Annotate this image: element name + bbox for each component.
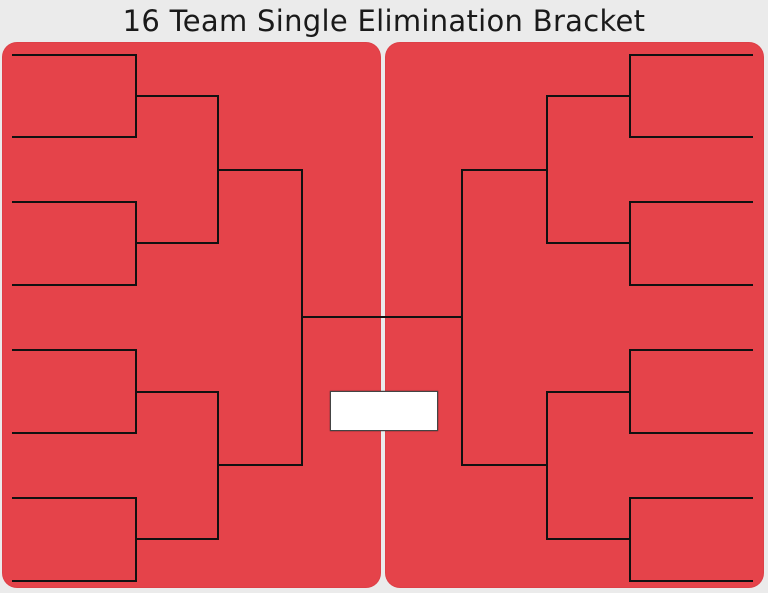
- right-r1-match2[interactable]: [629, 201, 753, 286]
- left-r2-match2[interactable]: [135, 391, 219, 540]
- left-round3: [217, 169, 303, 466]
- left-r1-match4[interactable]: [12, 497, 137, 582]
- right-r1-match1[interactable]: [629, 54, 753, 138]
- right-r1-match4[interactable]: [629, 497, 753, 582]
- right-r3-match1[interactable]: [461, 169, 548, 466]
- right-round3: [461, 169, 548, 466]
- right-r1-match3[interactable]: [629, 349, 753, 434]
- left-r2-match1[interactable]: [135, 95, 219, 244]
- champion-box[interactable]: [330, 391, 438, 431]
- left-r1-match1[interactable]: [12, 54, 137, 138]
- right-round2: [546, 95, 631, 540]
- right-r2-match2[interactable]: [546, 391, 631, 540]
- right-r2-match1[interactable]: [546, 95, 631, 244]
- bracket-title: 16 Team Single Elimination Bracket: [122, 4, 646, 38]
- left-r3-match1[interactable]: [217, 169, 303, 466]
- left-round2: [135, 95, 219, 540]
- left-r1-match2[interactable]: [12, 201, 137, 286]
- left-r1-match3[interactable]: [12, 349, 137, 434]
- right-round1: [629, 54, 753, 582]
- left-round1: [12, 54, 137, 582]
